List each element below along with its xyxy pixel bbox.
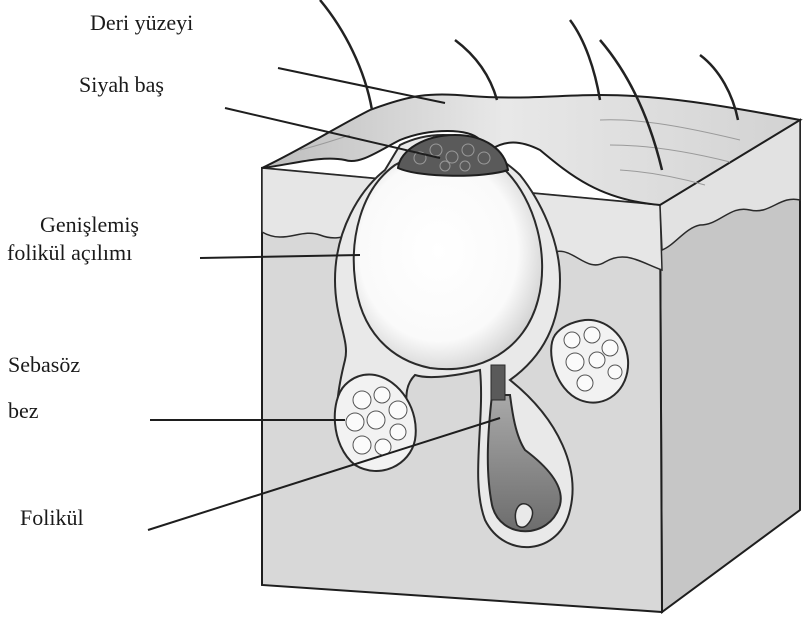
hair <box>320 0 372 110</box>
label-sebaceous-line2: bez <box>8 398 39 424</box>
hair-shaft <box>491 365 505 400</box>
label-follicle: Folikül <box>20 505 84 531</box>
label-blackhead: Siyah baş <box>79 72 164 98</box>
dilated-follicle-opening <box>354 154 542 369</box>
label-dilated-opening-line1: Genişlemiş <box>40 212 139 238</box>
label-dilated-opening-line2: folikül açılımı <box>7 240 132 266</box>
hair <box>570 20 600 100</box>
label-sebaceous-line1: Sebasöz <box>8 352 80 378</box>
label-skin-surface: Deri yüzeyi <box>90 10 193 36</box>
hair <box>455 40 497 100</box>
